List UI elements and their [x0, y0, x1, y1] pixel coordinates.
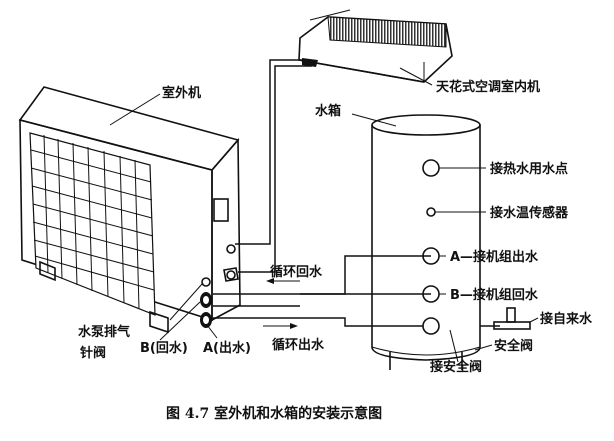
label-indoor-unit: 天花式空调室内机 — [436, 79, 540, 95]
label-hot-water-outlet: 接热水用水点 — [490, 161, 568, 177]
label-pump-vent-1: 水泵排气 — [78, 324, 130, 340]
port-a — [200, 312, 212, 328]
outdoor-unit — [18, 86, 241, 334]
flow-arrows — [263, 278, 300, 329]
label-water-tank: 水箱 — [315, 103, 341, 119]
label-safety-valve-conn: 接安全阀 — [430, 359, 482, 375]
safety-valve-assembly — [480, 307, 531, 330]
sensor-port — [426, 207, 436, 217]
pump-vent-valve — [201, 277, 211, 287]
tank-legs — [389, 352, 463, 370]
label-tap-water: 接自来水 — [540, 311, 593, 327]
leader-lines — [109, 67, 539, 363]
condenser-grille — [29, 132, 156, 316]
label-temp-sensor: 接水温传感器 — [490, 205, 569, 221]
hot-water-port — [422, 159, 440, 177]
label-b-return: B—接机组回水 — [450, 287, 539, 303]
tap-water-port — [422, 317, 440, 335]
label-b-return-port: B(回水) — [140, 340, 188, 356]
indoor-unit — [298, 9, 453, 83]
foot-right — [149, 310, 169, 334]
label-outdoor-unit: 室外机 — [162, 85, 201, 101]
label-a-outlet: A—接机组出水 — [450, 249, 539, 265]
label-pump-vent-2: 针阀 — [79, 345, 106, 361]
label-out-flow: 循环出水 — [272, 337, 325, 353]
control-panel — [213, 198, 229, 222]
foot-left — [39, 260, 56, 282]
label-safety-valve: 安全阀 — [494, 338, 533, 354]
label-a-outlet-port: A(出水) — [203, 340, 251, 356]
water-tank — [371, 114, 481, 370]
water-pipes — [213, 255, 431, 327]
refrigerant-pipes — [235, 59, 312, 273]
figure-caption: 图 4.7 室外机和水箱的安装示意图 — [166, 405, 382, 422]
label-return-flow: 循环回水 — [270, 264, 323, 280]
refrigerant-valves — [223, 244, 239, 282]
port-b — [200, 292, 212, 308]
